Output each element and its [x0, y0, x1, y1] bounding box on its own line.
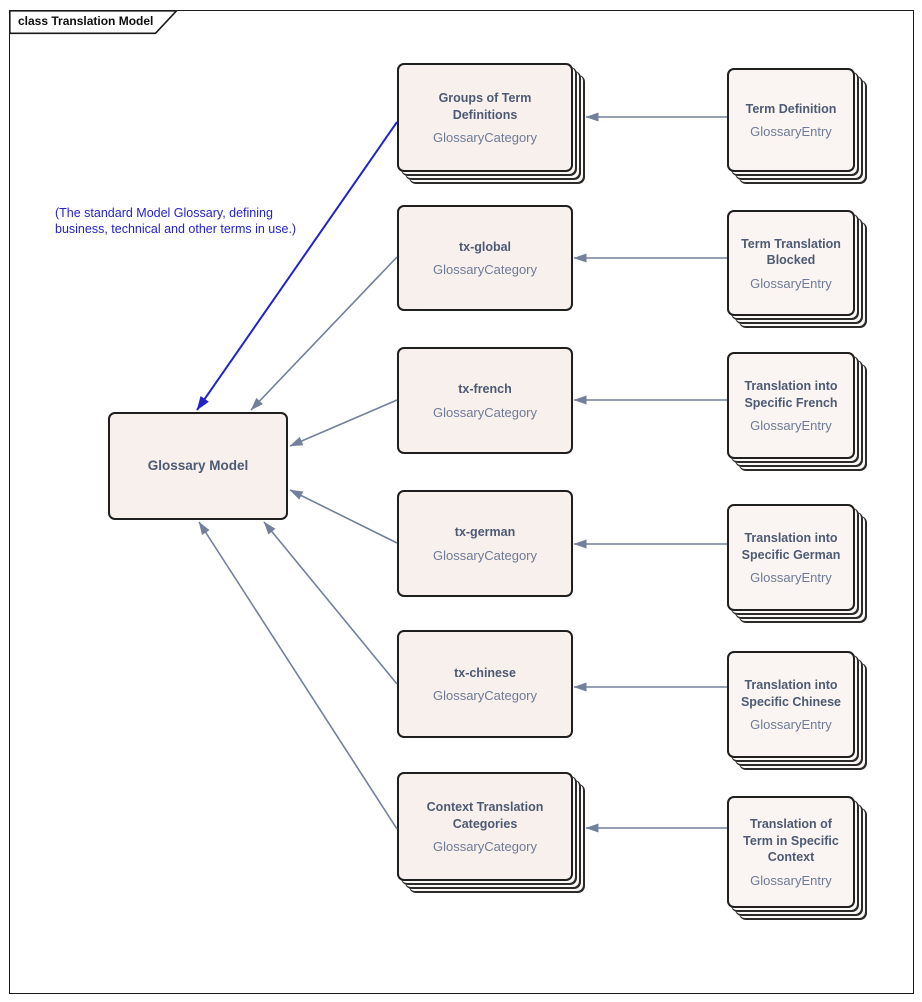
- node-category-tx-german[interactable]: tx-german GlossaryCategory: [397, 490, 573, 597]
- frame-tab-label: class Translation Model: [18, 14, 154, 28]
- node-type-label: GlossaryEntry: [750, 275, 832, 291]
- node-category-tx-french[interactable]: tx-french GlossaryCategory: [397, 347, 573, 454]
- node-type-label: GlossaryCategory: [432, 262, 538, 278]
- node-category-tx-global[interactable]: tx-global GlossaryCategory: [397, 205, 573, 311]
- node-type-label: GlossaryCategory: [432, 688, 538, 704]
- node-entry-translation-into-specific-french[interactable]: Translation into Specific French Glossar…: [727, 352, 855, 459]
- node-title: Translation of Term in Specific Context: [743, 817, 839, 865]
- node-type-label: GlossaryEntry: [750, 570, 832, 585]
- node-title: Term Definition: [745, 101, 837, 116]
- node-entry-translation-of-term-in-specific-context[interactable]: Translation of Term in Specific Context …: [727, 796, 855, 908]
- node-title: tx-german: [454, 525, 516, 540]
- node-title: Groups of Term Definitions: [438, 91, 532, 122]
- node-type-label: GlossaryEntry: [750, 418, 832, 433]
- note-line-1: (The standard Model Glossary, defining: [55, 206, 273, 220]
- note-line-2: business, technical and other terms in u…: [55, 222, 297, 237]
- node-title: Translation into Specific French: [744, 379, 838, 410]
- node-type-label: GlossaryEntry: [750, 717, 832, 732]
- node-title: tx-french: [458, 382, 512, 397]
- node-title: tx-global: [458, 239, 512, 254]
- node-entry-translation-into-specific-german[interactable]: Translation into Specific German Glossar…: [727, 504, 855, 611]
- note-text[interactable]: (The standard Model Glossary, defining b…: [55, 205, 345, 238]
- node-entry-term-translation-blocked[interactable]: Term Translation Blocked GlossaryEntry: [727, 210, 855, 316]
- node-type-label: GlossaryEntry: [750, 124, 832, 140]
- node-type-label: GlossaryEntry: [750, 872, 832, 888]
- node-category-groups-of-term-definitions[interactable]: Groups of Term Definitions GlossaryCateg…: [397, 63, 573, 172]
- node-title: Term Translation Blocked: [741, 236, 841, 268]
- node-type-label: GlossaryCategory: [432, 130, 538, 145]
- node-glossary-model[interactable]: Glossary Model: [108, 412, 288, 520]
- node-type-label: GlossaryCategory: [432, 404, 538, 420]
- node-category-context-translation-categories[interactable]: Context Translation Categories GlossaryC…: [397, 772, 573, 881]
- node-entry-term-definition[interactable]: Term Definition GlossaryEntry: [727, 68, 855, 172]
- node-type-label: GlossaryCategory: [432, 547, 538, 563]
- node-title: Translation into Specific Chinese: [740, 678, 842, 709]
- node-title: Context Translation Categories: [426, 800, 544, 831]
- node-category-tx-chinese[interactable]: tx-chinese GlossaryCategory: [397, 630, 573, 738]
- node-title: Glossary Model: [147, 458, 249, 474]
- node-title: Translation into Specific German: [741, 531, 841, 562]
- node-entry-translation-into-specific-chinese[interactable]: Translation into Specific Chinese Glossa…: [727, 651, 855, 758]
- node-type-label: GlossaryCategory: [432, 839, 538, 854]
- node-title: tx-chinese: [454, 665, 516, 680]
